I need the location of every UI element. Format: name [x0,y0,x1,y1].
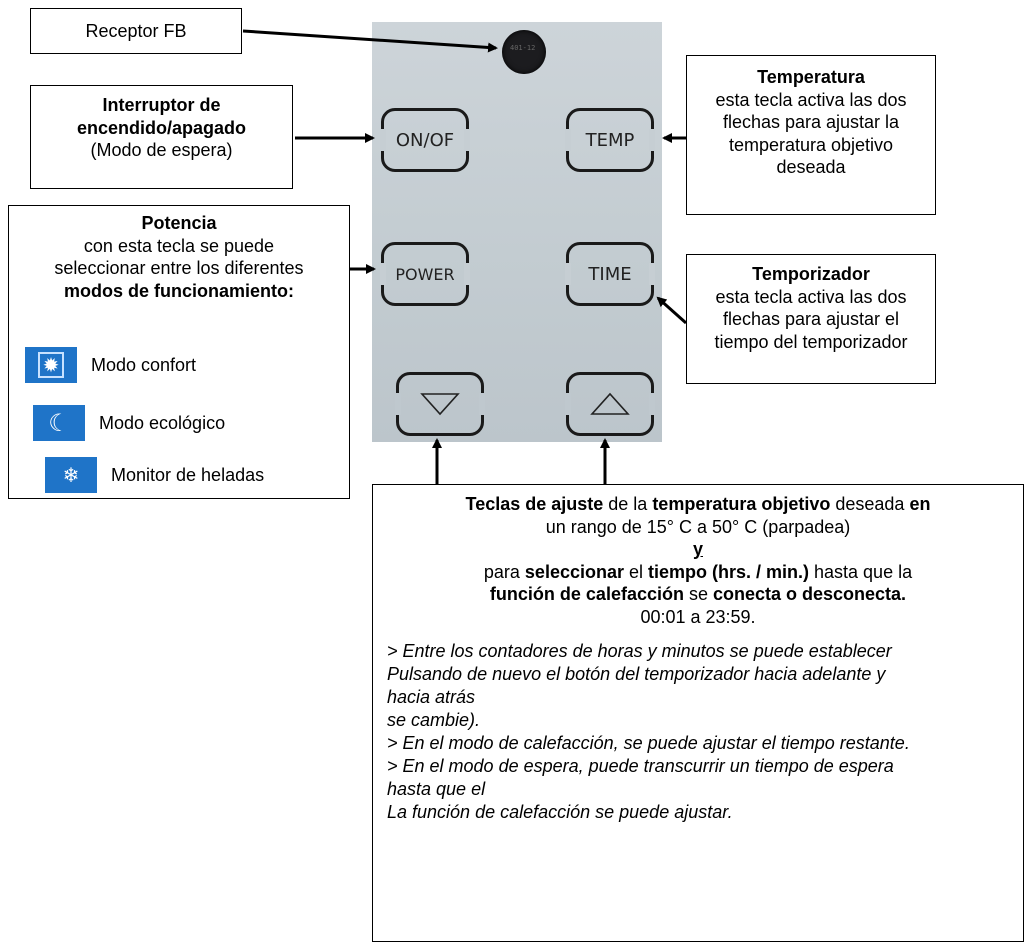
down-key[interactable] [395,372,485,436]
receptor-box: Receptor FB [30,8,242,54]
onoff-key[interactable]: ON/OF [380,108,470,172]
temp-key[interactable]: TEMP [565,108,655,172]
up-key[interactable] [565,372,655,436]
onoff-box: Interruptor de encendido/apagado(Modo de… [30,85,293,189]
ajuste-box: Teclas de ajuste de la temperatura objet… [372,484,1024,942]
mode-frost: ❄ Monitor de heladas [45,457,264,493]
snowflake-icon: ❄ [45,457,97,493]
down-triangle-icon [420,393,460,416]
time-key[interactable]: TIME [565,242,655,306]
ir-receiver: 401-12 [502,30,546,74]
mode-eco: ☾ Modo ecológico [33,405,225,441]
moon-icon: ☾ [33,405,85,441]
arrow-time [656,296,687,325]
sun-icon: ✹ [25,347,77,383]
power-key[interactable]: POWER [380,242,470,306]
mode-comfort: ✹ Modo confort [25,347,196,383]
up-triangle-icon [590,392,630,415]
arrow-receptor [242,29,498,53]
